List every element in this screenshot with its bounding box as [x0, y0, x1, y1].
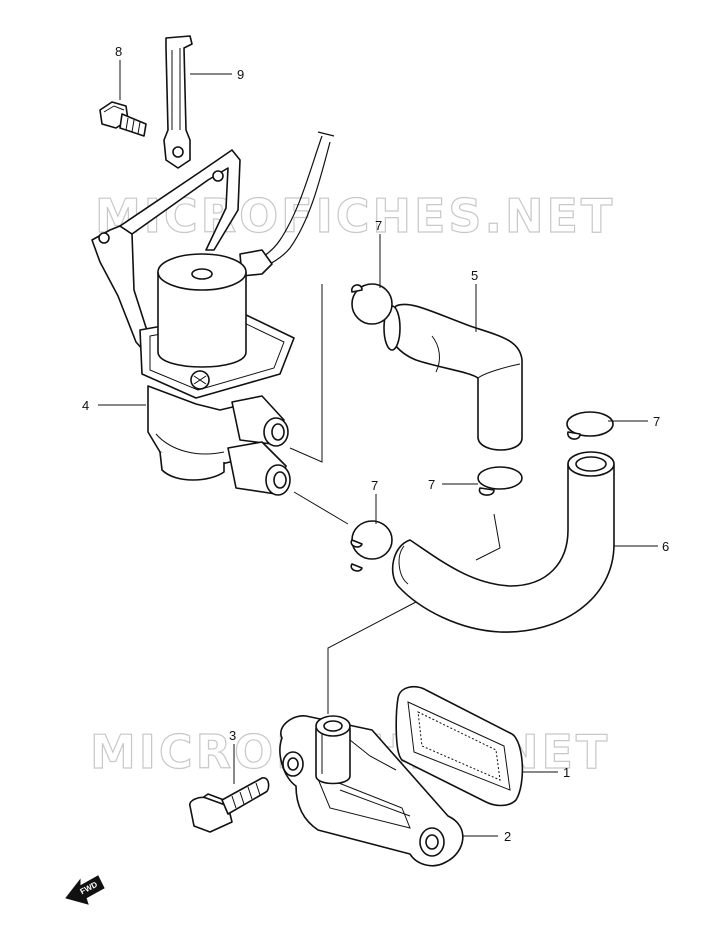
callout-7b: 7: [653, 414, 660, 429]
assembly-line-lower-port: [293, 491, 349, 525]
part-3-bolt[interactable]: [189, 777, 270, 833]
callout-5: 5: [471, 268, 478, 283]
assembly-line-valve-clamp: [289, 284, 323, 463]
fwd-arrow-icon: FWD: [65, 875, 105, 905]
callout-9: 9: [237, 67, 244, 82]
part-1-gasket[interactable]: [395, 685, 524, 807]
part-6-u-hose[interactable]: [391, 451, 615, 633]
part-7-clamp-c[interactable]: [477, 466, 523, 496]
part-7-clamp-a[interactable]: [351, 283, 393, 325]
part-5-elbow-hose[interactable]: [383, 303, 523, 451]
callout-6: 6: [662, 539, 669, 554]
callout-8: 8: [115, 44, 122, 59]
callout-4: 4: [82, 398, 89, 413]
part-7-clamp-d[interactable]: [350, 520, 393, 572]
callout-2: 2: [504, 829, 511, 844]
part-4-valve[interactable]: [91, 131, 335, 496]
callout-1: 1: [563, 765, 570, 780]
part-7-clamp-b[interactable]: [566, 411, 614, 440]
callout-7c: 7: [428, 477, 435, 492]
assembly-line-clamp-hose6: [475, 513, 501, 561]
assembly-line-hose6-pipe: [327, 601, 417, 714]
callout-7a: 7: [375, 218, 382, 233]
part-8-bolt[interactable]: [99, 101, 147, 137]
callout-7d: 7: [371, 478, 378, 493]
part-2-reed-housing[interactable]: [279, 715, 464, 867]
part-9-bracket[interactable]: [163, 35, 193, 169]
callout-3: 3: [229, 728, 236, 743]
